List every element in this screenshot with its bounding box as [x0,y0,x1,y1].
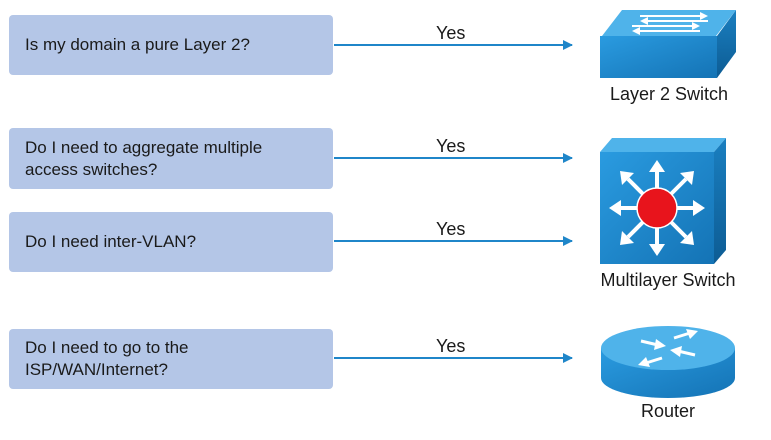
yes-label: Yes [436,219,466,239]
device-label-router: Router [640,401,696,421]
layer2-switch-icon [600,10,736,78]
question-text: Do I need inter-VLAN? [25,232,197,251]
yes-label: Yes [436,136,466,156]
question-text: Do I need to go to the ISP/WAN/Internet? [25,338,189,379]
question-box-inter-vlan: Do I need inter-VLAN? [9,212,333,272]
device-label-multilayer-switch: Multilayer Switch [600,270,736,290]
question-text: Is my domain a pure Layer 2? [25,35,250,54]
question-text: Do I need to aggregate multiple access s… [25,137,263,179]
question-box-internet: Do I need to go to the ISP/WAN/Internet? [9,329,333,389]
device-label-layer2-switch: Layer 2 Switch [609,84,729,104]
yes-label: Yes [436,23,466,43]
router-icon [601,326,735,398]
yes-label: Yes [436,336,466,356]
multilayer-switch-icon [600,138,726,264]
question-box-layer2: Is my domain a pure Layer 2? [9,15,333,75]
question-box-aggregate: Do I need to aggregate multiple access s… [9,128,333,189]
